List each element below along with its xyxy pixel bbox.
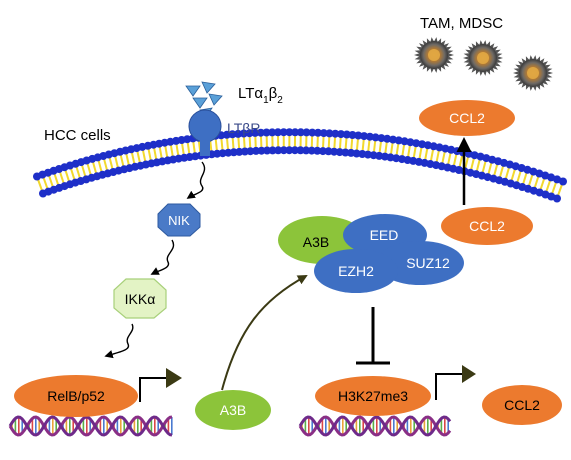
hcc-cells-label: HCC cells — [44, 127, 111, 144]
ccl2-intracellular-label: CCL2 — [469, 218, 505, 234]
lta-label: LTα1β2 — [238, 85, 283, 106]
a3b-expressed-label: A3B — [220, 402, 246, 418]
nik-to-ikka-arrow — [152, 240, 174, 274]
dna-helix-right — [300, 417, 450, 435]
nik-label: NIK — [168, 213, 190, 228]
ikka-label: IKKα — [125, 291, 156, 307]
cell-membrane — [33, 128, 567, 202]
ltbr-label: LTβR — [227, 120, 260, 136]
promoter-arrowhead-right — [462, 365, 476, 383]
promoter-arrowhead-left — [166, 368, 182, 388]
ccl2-secreted-label: CCL2 — [449, 110, 485, 126]
a3b-to-complex-arrow — [222, 276, 306, 390]
eed-label: EED — [370, 227, 399, 243]
promoter-line-right — [436, 374, 462, 400]
promoter-line-left — [140, 378, 166, 402]
suz12-label: SUZ12 — [406, 255, 450, 271]
tam-mdsc-label: TAM, MDSC — [420, 15, 503, 32]
immune-cell-2 — [463, 40, 503, 76]
relb-p52-label: RelB/p52 — [47, 388, 105, 404]
a3b-complex-label: A3B — [303, 234, 329, 250]
lipid-head — [559, 178, 567, 186]
lipid-head — [553, 195, 561, 203]
immune-cell-1 — [414, 37, 454, 73]
tam-mdsc-cells — [414, 37, 553, 91]
ezh2-label: EZH2 — [338, 263, 374, 279]
ccl2-output-label: CCL2 — [504, 397, 540, 413]
ikka-to-relb-arrow — [106, 324, 133, 356]
dna-helix-left — [10, 417, 172, 435]
immune-cell-3 — [513, 55, 553, 91]
ltbr-to-nik-arrow — [188, 162, 205, 198]
h3k27me3-label: H3K27me3 — [338, 388, 408, 404]
